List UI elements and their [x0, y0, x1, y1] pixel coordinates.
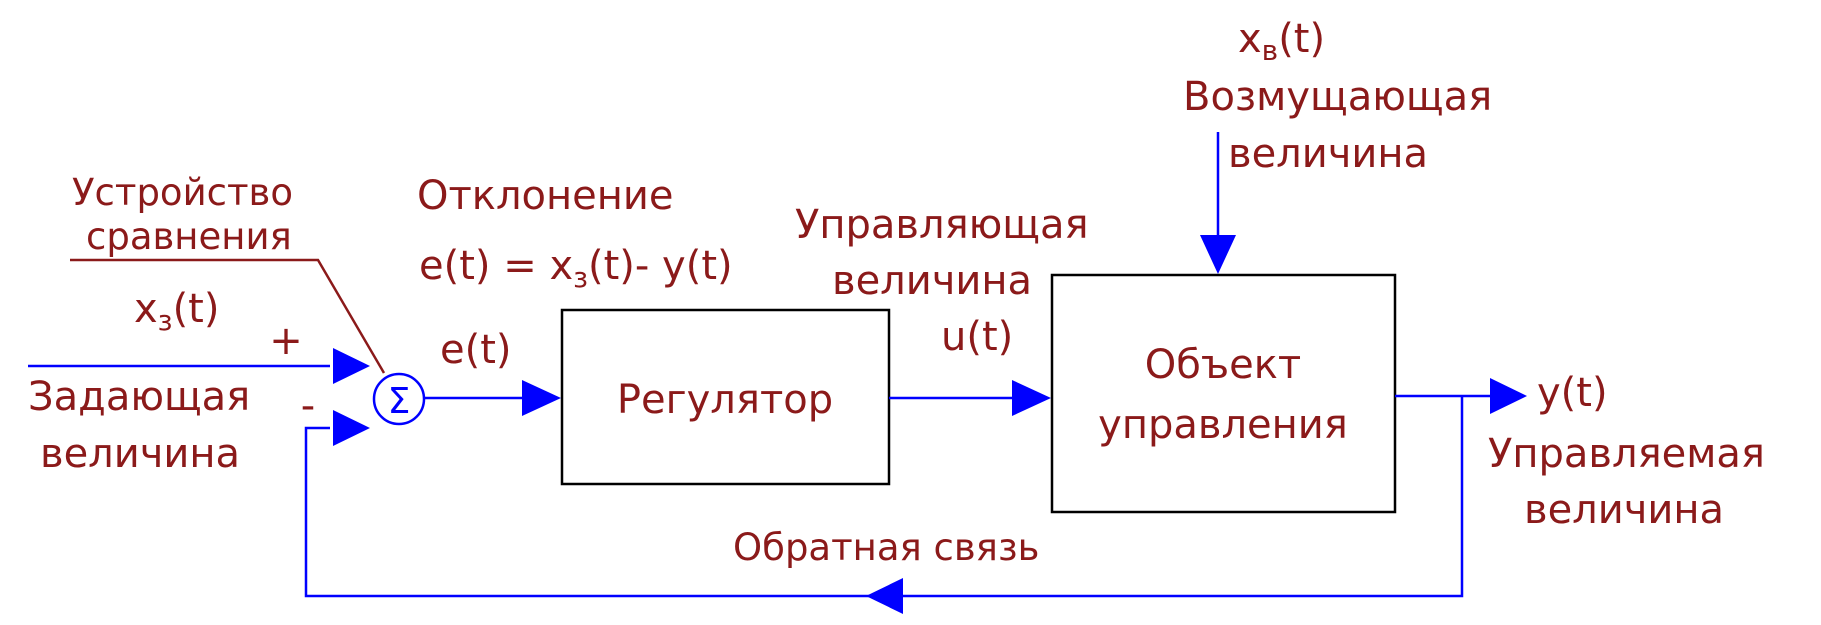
control-signal: u(t): [941, 314, 1013, 360]
control-label-line2: величина: [832, 258, 1032, 304]
comparator-symbol: Σ: [388, 381, 411, 422]
regulator-label: Регулятор: [617, 377, 833, 423]
comparator-plus-sign: +: [269, 318, 303, 364]
setpoint-arrowhead: [333, 348, 370, 384]
feedback-line: [304, 396, 1464, 598]
setpoint-signal: xз(t): [134, 286, 219, 337]
plant-label-line1: Объект: [1145, 342, 1301, 388]
plant-block: [1050, 273, 1397, 514]
control-label-line1: Управляющая: [795, 202, 1089, 248]
output-signal: y(t): [1537, 370, 1608, 416]
disturbance-signal: xв(t): [1238, 16, 1325, 67]
deviation-signal: e(t): [440, 327, 512, 373]
comparator-title-line2: сравнения: [86, 215, 292, 258]
error-arrowhead: [522, 380, 561, 416]
output-label-line1: Управляемая: [1488, 431, 1765, 477]
feedback-arrowhead: [866, 578, 903, 614]
comparator-minus-sign: -: [301, 383, 315, 429]
feedback-input-arrowhead: [333, 410, 370, 446]
deviation-title: Отклонение: [417, 173, 674, 219]
output-label-line2: величина: [1524, 487, 1724, 533]
comparator-title-line1: Устройство: [72, 171, 293, 214]
plant-label-line2: управления: [1098, 402, 1348, 448]
deviation-equation: e(t) = xз(t)- y(t): [419, 243, 733, 294]
disturbance-label-line1: Возмущающая: [1183, 74, 1492, 120]
setpoint-label-line1: Задающая: [28, 374, 250, 420]
disturbance-arrowhead: [1200, 235, 1236, 274]
control-arrowhead: [1012, 380, 1051, 416]
feedback-label: Обратная связь: [733, 526, 1039, 569]
disturbance-label-line2: величина: [1228, 131, 1428, 177]
output-arrowhead: [1490, 378, 1527, 414]
comparator-leader-line: [70, 258, 386, 374]
setpoint-label-line2: величина: [40, 431, 240, 477]
